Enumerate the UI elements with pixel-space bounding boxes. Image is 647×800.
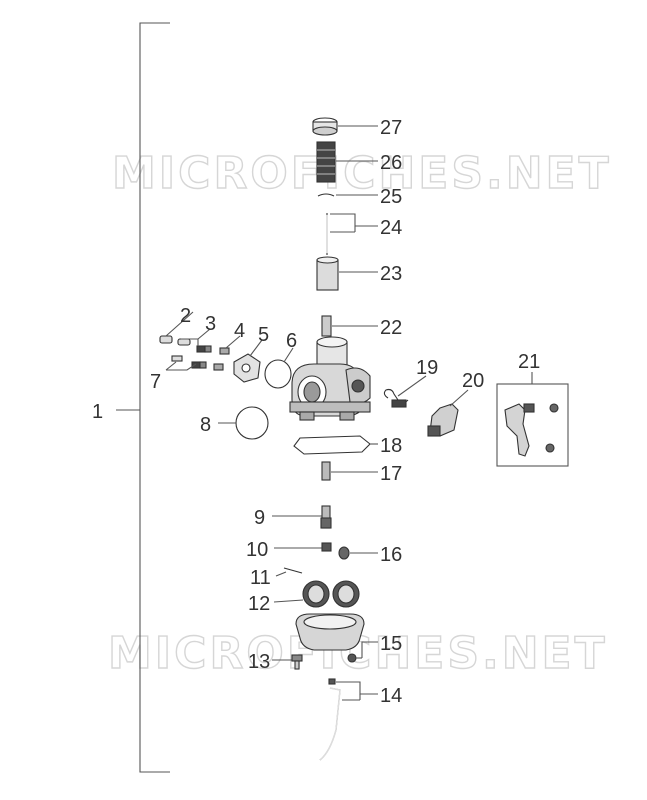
part-jet-needle: 24 (326, 213, 402, 255)
part-slow-jet: 17 (321, 461, 402, 485)
callout-22: 22 (380, 317, 402, 339)
part-float-bowl: 15 (295, 613, 402, 663)
callout-4: 4 (234, 320, 245, 342)
callout-5: 5 (258, 324, 269, 346)
callout-3: 3 (205, 313, 216, 335)
part-drain-screw: 16 (338, 544, 402, 566)
part-needle-clip: 25 (317, 186, 402, 208)
callout-27: 27 (380, 117, 402, 139)
part-cover-plate: 5 (233, 324, 269, 383)
callout-17: 17 (380, 463, 402, 485)
part-plugs: 4 (213, 320, 245, 371)
callout-26: 26 (380, 152, 402, 174)
part-drain-hose: 14 (319, 678, 402, 761)
callout-20: 20 (462, 370, 484, 392)
part-carburetor-body (289, 336, 371, 421)
callout-14: 14 (380, 685, 402, 707)
callout-15: 15 (380, 633, 402, 655)
callout-9: 9 (254, 507, 265, 529)
callout-16: 16 (380, 544, 402, 566)
part-pilot-screw: 9 (254, 505, 332, 529)
part-float: 12 (248, 580, 360, 615)
part-bowl-screw: 13 (248, 651, 303, 673)
callout-13: 13 (248, 651, 270, 673)
part-o-ring-small: 6 (264, 330, 297, 389)
part-gasket: 18 (293, 435, 402, 457)
part-o-ring-large: 8 (200, 406, 269, 440)
part-choke-bracket-kit: 21 (496, 351, 569, 467)
watermark-top: MICROFICHES.NET (112, 148, 612, 199)
callout-7: 7 (150, 371, 161, 393)
part-nut: 10 (246, 539, 332, 561)
callout-19: 19 (416, 357, 438, 379)
callout-10: 10 (246, 539, 268, 561)
callout-23: 23 (380, 263, 402, 285)
part-float-pin: 11 (250, 567, 303, 589)
part-return-spring: 19 (383, 357, 438, 408)
callout-6: 6 (286, 330, 297, 352)
assembly-bracket: 1 (92, 22, 170, 773)
callout-1: 1 (92, 401, 103, 423)
callout-24: 24 (380, 217, 402, 239)
callout-18: 18 (380, 435, 402, 457)
part-screws-cluster: 2 3 7 (150, 305, 216, 393)
callout-8: 8 (200, 414, 211, 436)
part-throttle-valve: 23 (316, 256, 402, 291)
callout-12: 12 (248, 593, 270, 615)
callout-11: 11 (250, 567, 271, 589)
part-throttle-lever: 20 (427, 370, 484, 437)
part-spring: 26 (316, 141, 402, 183)
part-cap: 27 (312, 117, 402, 139)
callout-25: 25 (380, 186, 402, 208)
callout-21: 21 (518, 351, 540, 373)
part-main-jet: 22 (321, 315, 402, 339)
callout-2: 2 (180, 305, 191, 327)
